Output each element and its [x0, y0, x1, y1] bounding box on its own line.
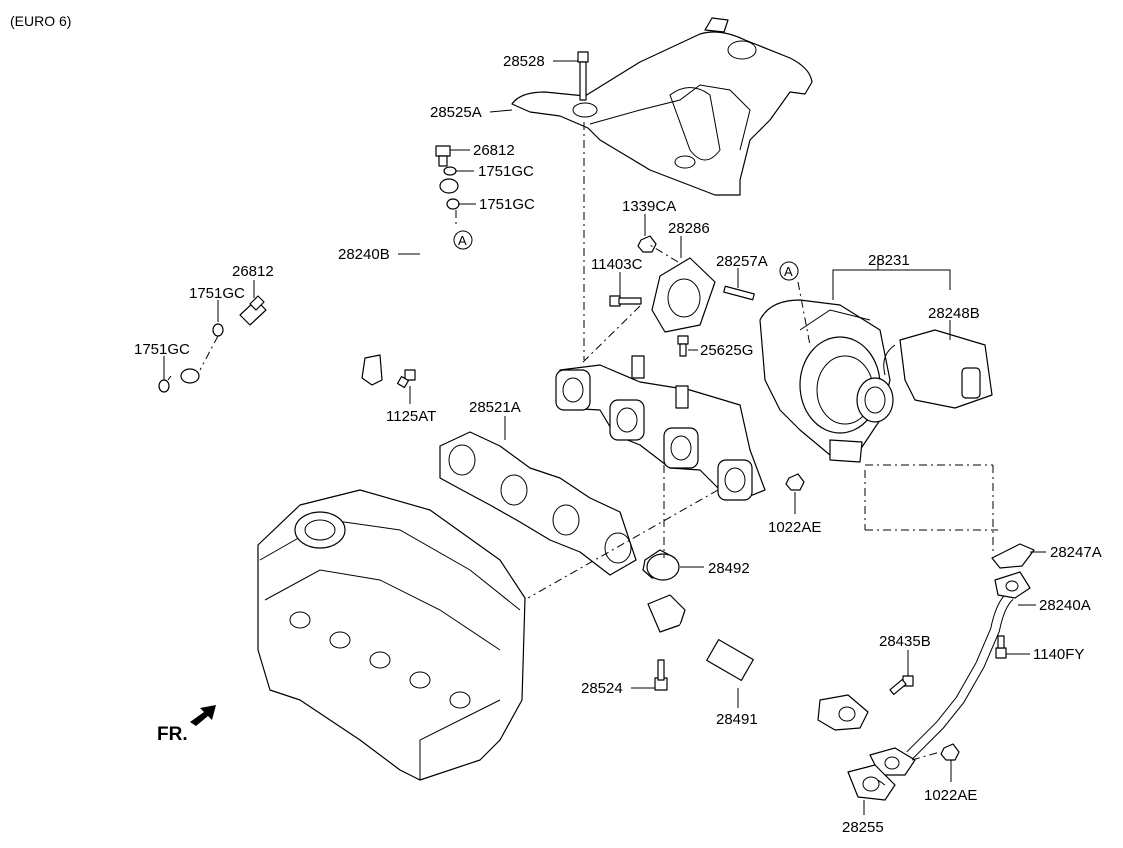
nut-1022ae-lower	[940, 743, 960, 761]
nut-1339ca	[637, 235, 657, 253]
callout-1022ae-upper: 1022AE	[768, 519, 821, 536]
callout-1751gc-1: 1751GC	[478, 163, 534, 180]
fr-label: FR.	[157, 724, 188, 745]
washer-1751gc-2	[446, 198, 460, 210]
callout-1751gc-2: 1751GC	[479, 196, 535, 213]
washer-1751gc-1	[443, 166, 457, 176]
callout-28286: 28286	[668, 220, 710, 237]
callout-1751gc-3: 1751GC	[189, 285, 245, 302]
reference-marker-a-turbo: A	[779, 261, 799, 281]
callout-28255: 28255	[842, 819, 884, 836]
callout-28521a: 28521A	[469, 399, 521, 416]
bolt-1125at	[396, 369, 416, 389]
bolt-11403c	[609, 295, 642, 307]
callout-28492: 28492	[708, 560, 750, 577]
bolt-28435b	[889, 675, 914, 696]
gasket-28492	[646, 553, 680, 581]
eye-bolt-26812-lower	[239, 295, 267, 326]
gasket-28255	[847, 764, 896, 801]
washer-1751gc-4	[158, 379, 170, 393]
callout-1140fy: 1140FY	[1033, 646, 1084, 663]
callout-28524: 28524	[581, 680, 623, 697]
callout-26812-upper: 26812	[473, 142, 515, 159]
oil-return-pipe	[642, 549, 869, 731]
svg-text:A: A	[784, 264, 793, 279]
callout-28231: 28231	[868, 252, 910, 269]
callout-28247a: 28247A	[1050, 544, 1102, 561]
leader-lines	[163, 60, 1046, 815]
bolt-28524	[654, 659, 668, 691]
callout-28257a: 28257A	[716, 253, 768, 270]
gasket-28247a	[991, 543, 1035, 569]
wastegate-actuator	[883, 329, 993, 409]
callout-28525a: 28525A	[430, 104, 482, 121]
svg-text:A: A	[458, 233, 467, 248]
callout-26812-lower: 26812	[232, 263, 274, 280]
bolt-1140fy	[995, 635, 1007, 659]
callout-28528: 28528	[503, 53, 545, 70]
reference-marker-a-pipe: A	[453, 230, 473, 250]
oil-feed-pipe	[180, 178, 459, 386]
manifold-gasket	[439, 431, 637, 576]
eye-bolt-26812-upper	[435, 145, 451, 167]
turbo-gasket-28286	[651, 257, 716, 333]
nut-1022ae-upper	[785, 473, 805, 491]
water-pipe-28240a	[869, 571, 1031, 776]
heat-shield	[511, 17, 813, 196]
washer-1751gc-3	[212, 323, 224, 337]
callout-1339ca: 1339CA	[622, 198, 676, 215]
callout-25625g: 25625G	[700, 342, 753, 359]
exhaust-manifold	[555, 355, 766, 501]
stud-28257a	[723, 285, 755, 301]
callout-28435b: 28435B	[879, 633, 931, 650]
bolt-28528	[577, 51, 589, 101]
callout-28240b: 28240B	[338, 246, 390, 263]
euro-6-note: (EURO 6)	[10, 13, 71, 29]
callout-28491: 28491	[716, 711, 758, 728]
bolt-25625g	[677, 335, 689, 357]
front-arrow-icon	[190, 705, 216, 726]
callout-labels: 28528 28525A 26812 1751GC 1751GC 28240B …	[134, 53, 1102, 836]
callout-28240a: 28240A	[1039, 597, 1091, 614]
front-direction-indicator: FR.	[157, 705, 216, 745]
alignment-lines	[167, 122, 998, 786]
callout-1125at: 1125AT	[386, 408, 436, 425]
callout-11403c: 11403C	[591, 256, 643, 273]
cylinder-head	[257, 489, 526, 781]
callout-1022ae-lower: 1022AE	[924, 787, 977, 804]
turbocharger	[759, 299, 894, 463]
callout-28248b: 28248B	[928, 305, 980, 322]
callout-1751gc-4: 1751GC	[134, 341, 190, 358]
